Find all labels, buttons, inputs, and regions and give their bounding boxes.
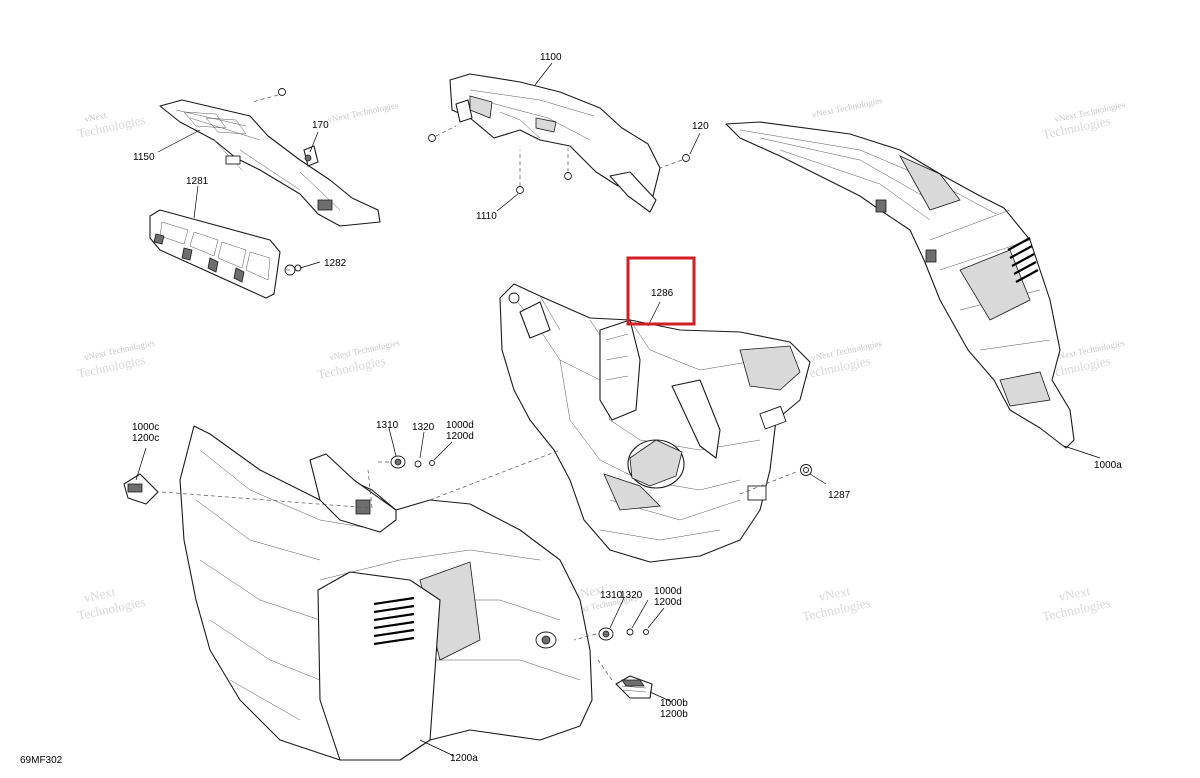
part-1000a-right-panel	[725, 121, 1075, 449]
label-1000a[interactable]: 1000a	[1094, 460, 1122, 471]
leader-lines	[135, 62, 1101, 757]
label-1000c[interactable]: 1000c	[132, 422, 159, 433]
label-1000d-upper[interactable]: 1000d	[446, 420, 474, 431]
label-1287[interactable]: 1287	[828, 490, 851, 501]
part-labels: 1100 120 1110 1150 170 1281 1282 1286 12…	[132, 52, 1122, 764]
label-1310-upper[interactable]: 1310	[376, 420, 399, 431]
label-1310-lower[interactable]: 1310	[600, 590, 623, 601]
highlight-box	[626, 256, 696, 326]
part-1200a-left-panel	[179, 425, 593, 761]
label-1100[interactable]: 1100	[540, 52, 562, 63]
part-1286-center-panel	[499, 283, 811, 563]
watermark-text: vNext	[817, 583, 852, 604]
label-1110[interactable]: 1110	[476, 211, 497, 222]
label-1150[interactable]: 1150	[133, 152, 155, 163]
diagram-code: 69MF302	[20, 755, 63, 766]
label-1000d-lower[interactable]: 1000d	[654, 586, 682, 597]
hardware-1310-1320-lower	[598, 627, 649, 641]
watermark-text: vNext	[82, 584, 117, 605]
part-1287-grommet	[800, 464, 812, 476]
watermark-text: vNext Technologies	[327, 100, 400, 125]
label-1286[interactable]: 1286	[651, 288, 674, 299]
label-1200a[interactable]: 1200a	[450, 753, 478, 764]
hardware-1310-1320-upper	[390, 455, 435, 469]
part-1000b-clip	[615, 675, 653, 699]
label-1200d-lower[interactable]: 1200d	[654, 597, 682, 608]
watermark-text: vNext	[572, 581, 607, 602]
label-1200c[interactable]: 1200c	[132, 433, 159, 444]
label-1320-upper[interactable]: 1320	[412, 422, 435, 433]
label-1281[interactable]: 1281	[186, 176, 209, 187]
label-1200d-upper[interactable]: 1200d	[446, 431, 474, 442]
watermark-text: vNext Technologies	[811, 95, 884, 120]
label-120[interactable]: 120	[692, 121, 709, 132]
label-1282[interactable]: 1282	[324, 258, 347, 269]
label-170[interactable]: 170	[312, 120, 329, 131]
label-1000b[interactable]: 1000b	[660, 698, 688, 709]
watermark-text: vNext	[84, 110, 108, 124]
watermark-text: vNext	[1057, 583, 1092, 604]
part-1000c-clip	[123, 473, 159, 505]
label-1320-lower[interactable]: 1320	[620, 590, 643, 601]
part-1281-vent-grille	[149, 209, 302, 299]
assembly-lines	[161, 269, 797, 681]
label-1200b[interactable]: 1200b	[660, 709, 688, 720]
part-1100-mount	[428, 73, 690, 213]
part-1150-bracket	[159, 88, 381, 227]
